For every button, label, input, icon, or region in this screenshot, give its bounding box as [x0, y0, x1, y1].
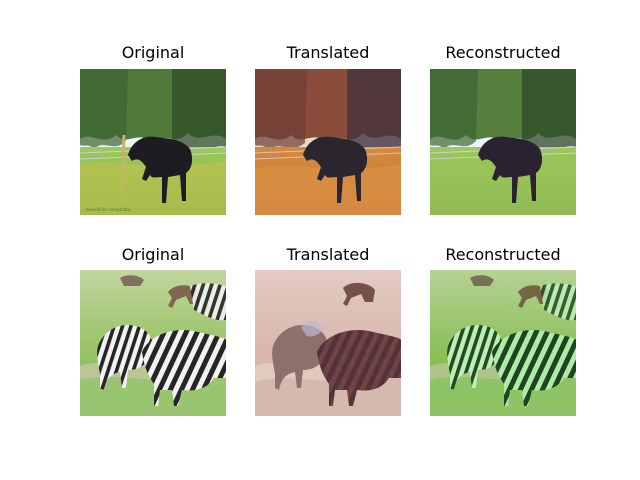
image-translated-zebras — [255, 270, 401, 416]
horse-original-photo: www.flickr.com/photos — [80, 69, 226, 215]
title-original-row2: Original — [121, 245, 185, 264]
zebras-original-photo — [80, 270, 226, 416]
zebras-reconstructed-photo — [430, 270, 576, 416]
image-translated-horse — [255, 69, 401, 215]
image-original-horse: www.flickr.com/photos — [80, 69, 226, 215]
title-reconstructed-row2: Reconstructed — [445, 245, 561, 264]
horse-reconstructed-photo — [430, 69, 576, 215]
horse-silhouette — [128, 136, 193, 203]
image-caption-text: www.flickr.com/photos — [86, 207, 131, 212]
zebras-translated-photo — [255, 270, 401, 416]
title-translated-row2: Translated — [286, 245, 370, 264]
image-reconstructed-horse — [430, 69, 576, 215]
title-translated-row1: Translated — [286, 43, 370, 62]
image-reconstructed-zebras — [430, 270, 576, 416]
horse-translated-photo — [255, 69, 401, 215]
zebra-group — [97, 283, 226, 406]
title-original-row1: Original — [121, 43, 185, 62]
title-reconstructed-row1: Reconstructed — [445, 43, 561, 62]
image-original-zebras — [80, 270, 226, 416]
